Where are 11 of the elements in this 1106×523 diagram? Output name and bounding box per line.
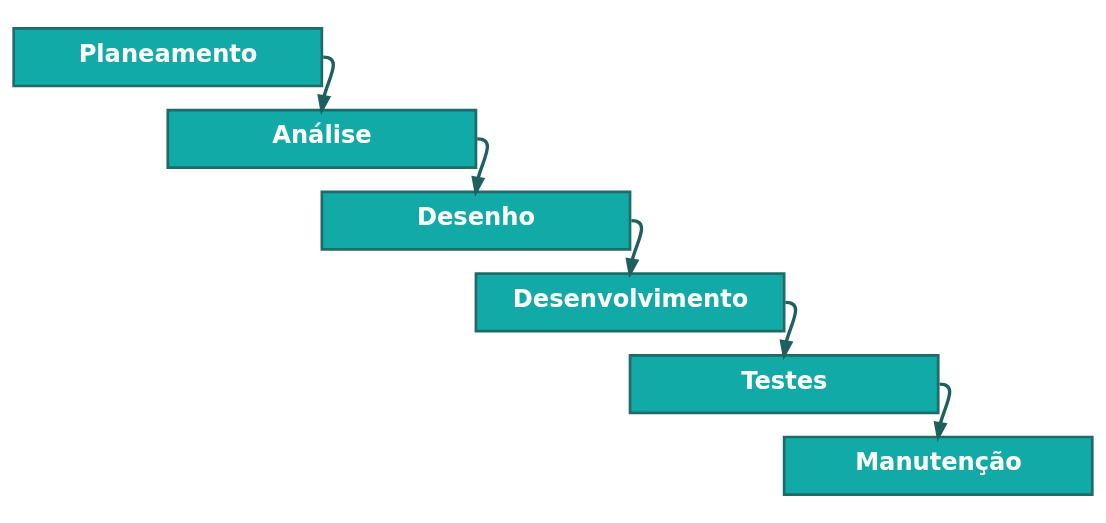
arrow	[933, 382, 952, 443]
arrow	[779, 300, 798, 361]
arrow	[471, 137, 490, 197]
node-box: Planeamento	[12, 27, 324, 88]
node-box: Desenho	[320, 190, 632, 251]
arrow	[625, 218, 644, 279]
node-box: Manutenção	[782, 435, 1094, 496]
arrow	[317, 55, 335, 116]
node-box: Análise	[166, 108, 478, 170]
node-box: Desenvolvimento	[474, 272, 786, 333]
node-box: Testes	[628, 353, 940, 415]
